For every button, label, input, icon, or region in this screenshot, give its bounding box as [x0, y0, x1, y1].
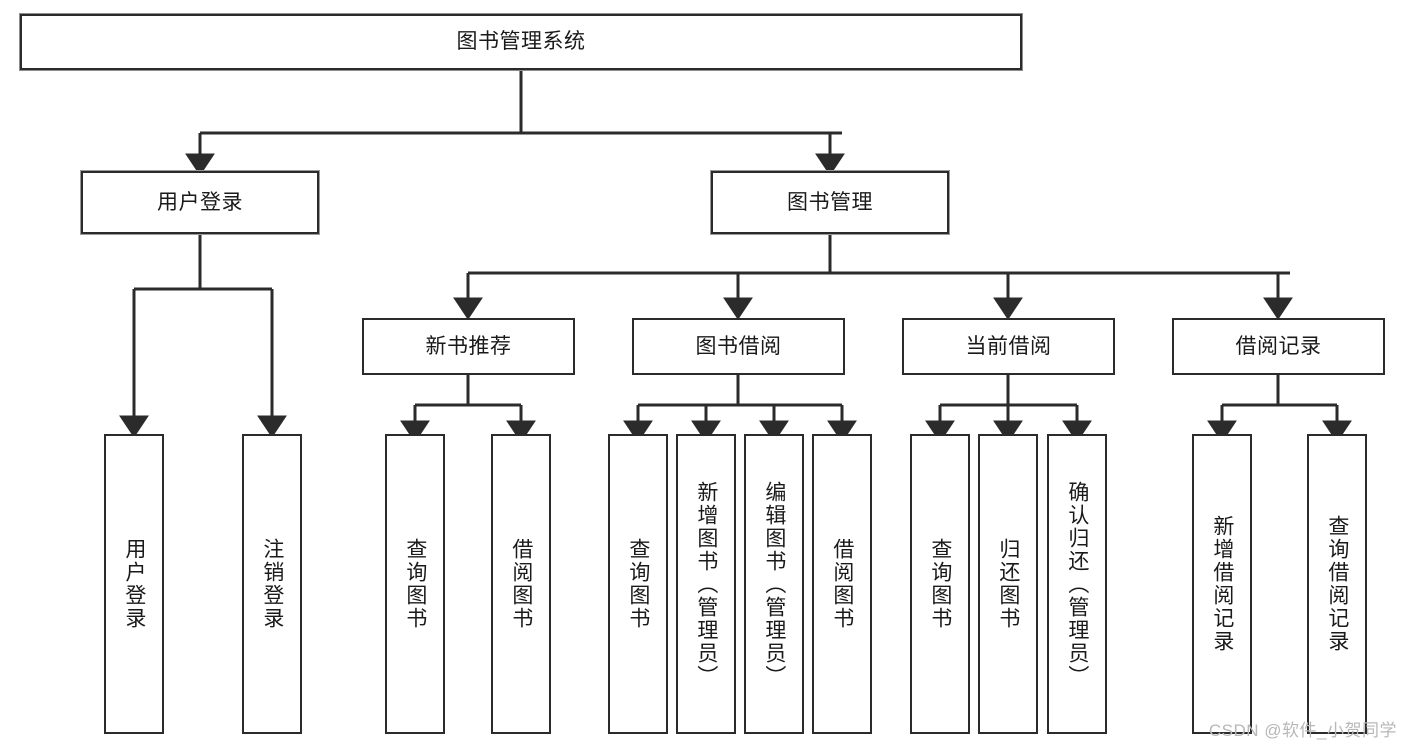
node-book-borrow-label: 图书借阅 — [695, 334, 782, 358]
node-new-book-recommend[interactable]: 新书推荐 — [362, 318, 575, 375]
leaf-new-book-1[interactable]: 查询图书 — [385, 434, 445, 734]
leaf-label: 确认归还（管理员） — [1065, 480, 1089, 688]
leaf-book-borrow-4[interactable]: 借阅图书 — [812, 434, 872, 734]
node-user-login-label: 用户登录 — [157, 190, 243, 214]
leaf-book-borrow-2[interactable]: 新增图书（管理员） — [676, 434, 736, 734]
node-book-management[interactable]: 图书管理 — [711, 171, 949, 234]
leaf-label: 新增借阅记录 — [1210, 515, 1234, 653]
node-current-borrow-label: 当前借阅 — [965, 334, 1052, 358]
leaf-current-borrow-1[interactable]: 查询图书 — [910, 434, 970, 734]
leaf-label: 编辑图书（管理员） — [762, 480, 786, 688]
leaf-label: 借阅图书 — [830, 538, 854, 630]
leaf-user-login-1[interactable]: 用户登录 — [104, 434, 164, 734]
leaf-label: 借阅图书 — [509, 538, 533, 630]
node-borrow-record-label: 借阅记录 — [1235, 334, 1322, 358]
leaf-borrow-record-2[interactable]: 查询借阅记录 — [1307, 434, 1367, 734]
leaf-label: 查询图书 — [626, 538, 650, 630]
watermark-text: CSDN @软件_小贺同学 — [1208, 721, 1397, 740]
leaf-label: 归还图书 — [996, 538, 1020, 630]
leaf-label: 用户登录 — [122, 538, 146, 630]
leaf-book-borrow-3[interactable]: 编辑图书（管理员） — [744, 434, 804, 734]
leaf-label: 查询图书 — [928, 538, 952, 630]
node-new-book-recommend-label: 新书推荐 — [425, 334, 512, 358]
node-current-borrow[interactable]: 当前借阅 — [902, 318, 1115, 375]
leaf-book-borrow-1[interactable]: 查询图书 — [608, 434, 668, 734]
leaf-label: 查询图书 — [403, 538, 427, 630]
leaf-new-book-2[interactable]: 借阅图书 — [491, 434, 551, 734]
leaf-current-borrow-2[interactable]: 归还图书 — [978, 434, 1038, 734]
leaf-user-login-2[interactable]: 注销登录 — [242, 434, 302, 734]
leaf-label: 新增图书（管理员） — [694, 480, 718, 688]
node-borrow-record[interactable]: 借阅记录 — [1172, 318, 1385, 375]
leaf-borrow-record-1[interactable]: 新增借阅记录 — [1192, 434, 1252, 734]
node-root[interactable]: 图书管理系统 — [20, 14, 1022, 70]
node-root-label: 图书管理系统 — [456, 30, 586, 54]
leaf-current-borrow-3[interactable]: 确认归还（管理员） — [1047, 434, 1107, 734]
node-book-management-label: 图书管理 — [787, 190, 873, 214]
node-user-login[interactable]: 用户登录 — [81, 171, 319, 234]
leaf-label: 查询借阅记录 — [1325, 515, 1349, 653]
node-book-borrow[interactable]: 图书借阅 — [632, 318, 845, 375]
leaf-label: 注销登录 — [260, 538, 284, 630]
